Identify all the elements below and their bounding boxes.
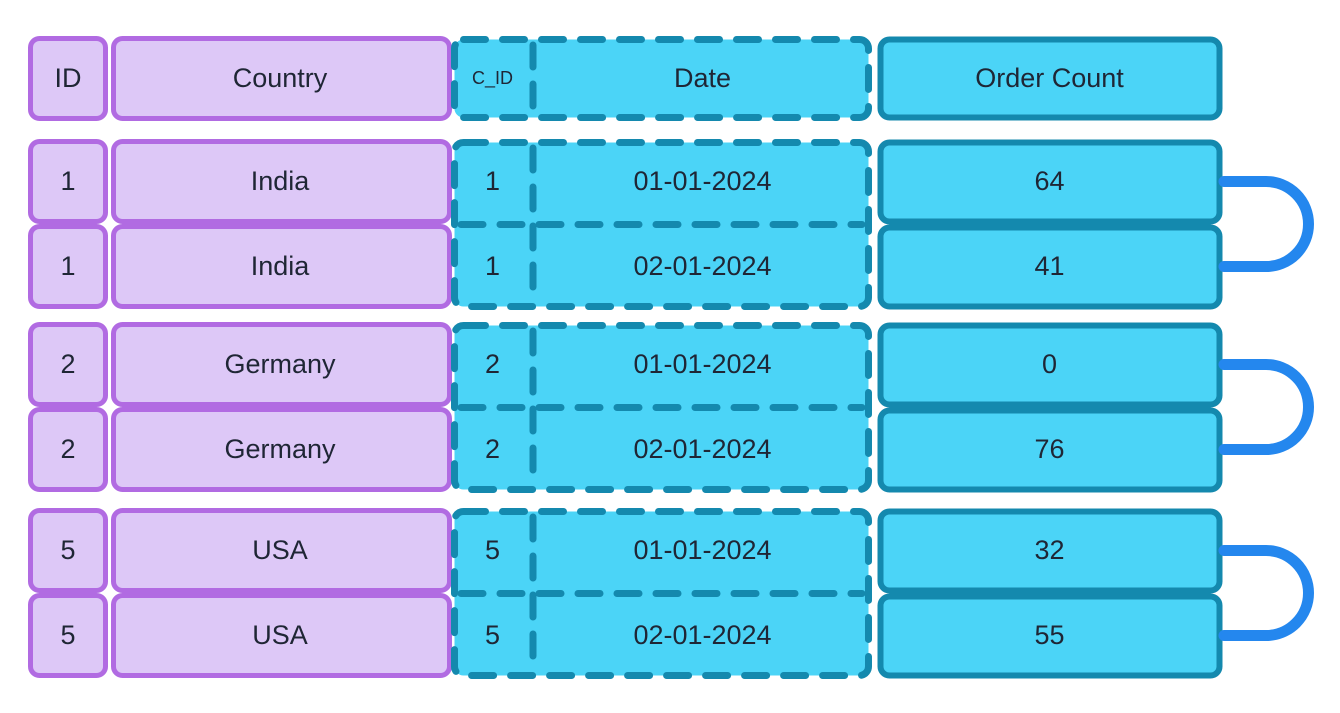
left-cell-shape <box>28 322 108 407</box>
order-count-header-shape <box>877 36 1223 121</box>
left-cell-shape <box>28 593 108 678</box>
order-count-cell-shape <box>877 139 1223 225</box>
left-header-id-cell-shape <box>28 36 108 121</box>
join-connector-1 <box>1218 176 1314 272</box>
left-cell-shape <box>28 224 108 309</box>
join-connector-2 <box>1218 359 1314 455</box>
left-cell-shape <box>111 139 452 224</box>
left-cell-shape <box>111 593 452 678</box>
join-connector-3 <box>1218 545 1314 641</box>
right-header-dashed-shape <box>451 36 872 121</box>
order-count-cell-shape <box>877 322 1223 408</box>
left-header-country-cell-shape <box>111 36 452 121</box>
left-cell-shape <box>28 139 108 224</box>
left-cell-shape <box>111 322 452 407</box>
order-count-cell-shape <box>877 593 1223 679</box>
order-count-cell-shape <box>877 224 1223 310</box>
left-cell-shape <box>111 407 452 492</box>
order-count-cell-shape <box>877 508 1223 594</box>
left-cell-shape <box>111 508 452 593</box>
order-count-cell-shape <box>877 407 1223 493</box>
left-cell-shape <box>28 508 108 593</box>
left-cell-shape <box>28 407 108 492</box>
left-cell-shape <box>111 224 452 309</box>
